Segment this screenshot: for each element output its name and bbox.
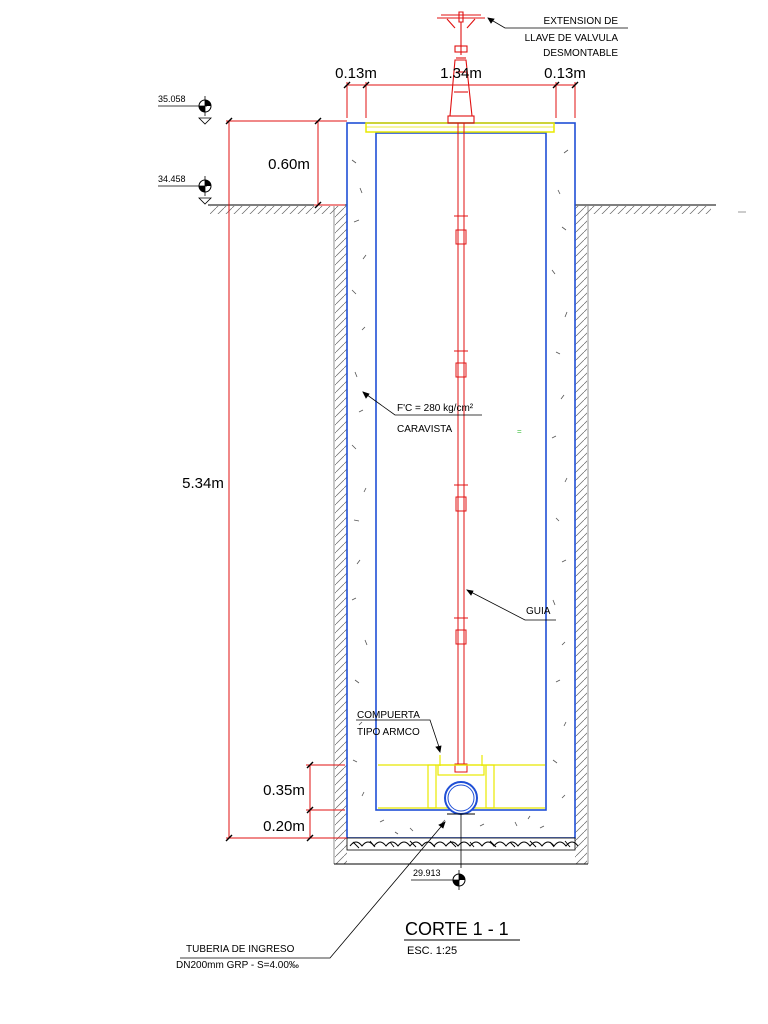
leaders xyxy=(180,17,628,959)
section-title: CORTE 1 - 1 xyxy=(405,919,509,939)
valve-extension xyxy=(437,11,485,124)
dimension-lines xyxy=(226,82,576,839)
dim-inner-width: 1.34m xyxy=(440,65,482,82)
label-concrete-finish: CARAVISTA xyxy=(397,424,453,435)
dim-wall-right: 0.13m xyxy=(544,65,586,82)
guide-stem xyxy=(454,123,468,773)
inlet-pipe xyxy=(444,781,478,868)
dim-gate-height: 0.35m xyxy=(263,782,305,799)
level-marker-top xyxy=(158,96,212,125)
level-top: 35.058 xyxy=(158,94,186,104)
ground xyxy=(208,204,746,865)
label-gate-line1: COMPUERTA xyxy=(357,710,420,721)
dim-total-depth: 5.34m xyxy=(182,475,224,492)
stray-mark: = xyxy=(517,427,522,436)
label-extension-line3: DESMONTABLE xyxy=(543,48,618,59)
dim-base-thickness: 0.20m xyxy=(263,818,305,835)
label-pipe-line2: DN200mm GRP - S=4.00‰ xyxy=(176,960,299,971)
label-gate-line2: TIPO ARMCO xyxy=(357,727,420,738)
dimension-ticks xyxy=(225,81,579,842)
section-scale: ESC. 1:25 xyxy=(407,945,457,957)
chamber-walls xyxy=(346,122,579,851)
label-guide: GUIA xyxy=(526,606,551,617)
label-concrete-strength: F'C = 280 kg/cm² xyxy=(397,403,474,414)
level-marker-bottom xyxy=(411,870,466,890)
label-pipe-line1: TUBERIA DE INGRESO xyxy=(186,944,295,955)
level-marker-ground xyxy=(158,176,212,205)
dim-wall-left: 0.13m xyxy=(335,65,377,82)
dim-top-to-ground: 0.60m xyxy=(268,156,310,173)
cover-slab xyxy=(365,122,555,133)
stem-coupling xyxy=(455,229,467,645)
level-bottom: 29.913 xyxy=(413,868,441,878)
label-extension-line2: LLAVE DE VALVULA xyxy=(525,33,619,44)
label-extension-line1: EXTENSION DE xyxy=(544,16,619,27)
level-ground: 34.458 xyxy=(158,174,186,184)
